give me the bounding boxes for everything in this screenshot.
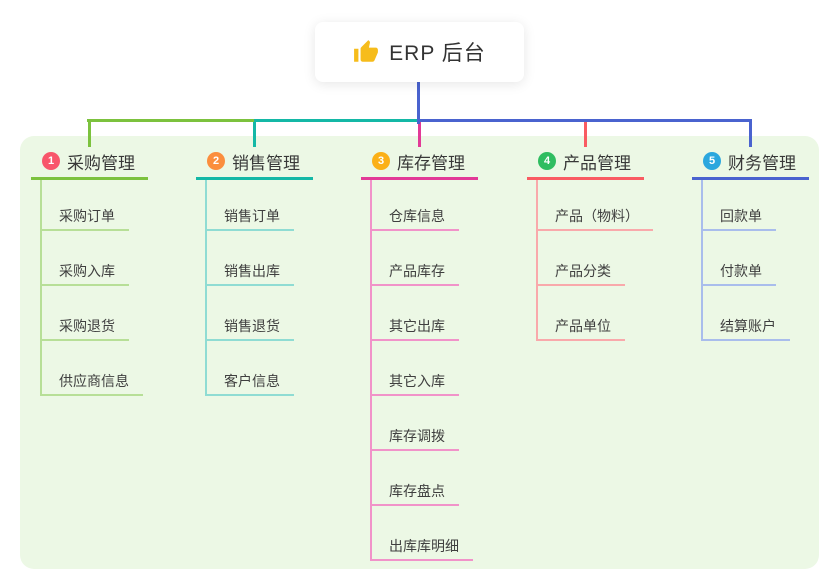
branch-underline bbox=[196, 177, 313, 180]
child-node[interactable]: 采购退货 bbox=[42, 286, 129, 341]
child-node[interactable]: 付款单 bbox=[703, 231, 776, 286]
root-node[interactable]: ERP 后台 bbox=[315, 22, 524, 82]
branch-title-2[interactable]: 2 销售管理 bbox=[196, 145, 313, 177]
child-node[interactable]: 产品分类 bbox=[538, 231, 625, 286]
branch-1-children: 采购订单采购入库采购退货供应商信息 bbox=[40, 180, 143, 396]
child-node[interactable]: 采购入库 bbox=[42, 231, 129, 286]
branch-underline bbox=[527, 177, 644, 180]
child-node[interactable]: 产品（物料） bbox=[538, 180, 653, 231]
branches-panel bbox=[20, 136, 819, 569]
child-node[interactable]: 其它出库 bbox=[372, 286, 459, 341]
root-label: ERP 后台 bbox=[389, 42, 486, 65]
branch-underline bbox=[31, 177, 148, 180]
branch-3: 3 库存管理仓库信息产品库存其它出库其它入库库存调拨库存盘点出库库明细 bbox=[361, 145, 478, 561]
child-node[interactable]: 回款单 bbox=[703, 180, 776, 231]
child-node[interactable]: 客户信息 bbox=[207, 341, 294, 396]
child-node[interactable]: 供应商信息 bbox=[42, 341, 143, 396]
priority-badge-icon: 3 bbox=[372, 152, 390, 170]
branch-3-children: 仓库信息产品库存其它出库其它入库库存调拨库存盘点出库库明细 bbox=[370, 180, 473, 561]
branch-1: 1 采购管理采购订单采购入库采购退货供应商信息 bbox=[31, 145, 148, 396]
branch-title-3[interactable]: 3 库存管理 bbox=[361, 145, 478, 177]
child-node[interactable]: 结算账户 bbox=[703, 286, 790, 341]
child-node[interactable]: 采购订单 bbox=[42, 180, 129, 231]
branch-5-children: 回款单付款单结算账户 bbox=[701, 180, 790, 341]
branch-4-children: 产品（物料）产品分类产品单位 bbox=[536, 180, 653, 341]
child-node[interactable]: 其它入库 bbox=[372, 341, 459, 396]
child-node[interactable]: 产品库存 bbox=[372, 231, 459, 286]
branch-5: 5 财务管理回款单付款单结算账户 bbox=[692, 145, 809, 341]
priority-badge-icon: 2 bbox=[207, 152, 225, 170]
child-node[interactable]: 库存盘点 bbox=[372, 451, 459, 506]
branch-2: 2 销售管理销售订单销售出库销售退货客户信息 bbox=[196, 145, 313, 396]
branch-title-label: 采购管理 bbox=[67, 153, 135, 173]
branch-underline bbox=[692, 177, 809, 180]
priority-badge-icon: 5 bbox=[703, 152, 721, 170]
branch-2-children: 销售订单销售出库销售退货客户信息 bbox=[205, 180, 294, 396]
branch-title-1[interactable]: 1 采购管理 bbox=[31, 145, 148, 177]
child-node[interactable]: 产品单位 bbox=[538, 286, 625, 341]
child-node[interactable]: 销售退货 bbox=[207, 286, 294, 341]
priority-badge-icon: 1 bbox=[42, 152, 60, 170]
child-node[interactable]: 出库库明细 bbox=[372, 506, 473, 561]
branch-title-label: 产品管理 bbox=[563, 153, 631, 173]
child-node[interactable]: 仓库信息 bbox=[372, 180, 459, 231]
child-node[interactable]: 销售订单 bbox=[207, 180, 294, 231]
priority-badge-icon: 4 bbox=[538, 152, 556, 170]
branch-underline bbox=[361, 177, 478, 180]
child-node[interactable]: 销售出库 bbox=[207, 231, 294, 286]
branch-4: 4 产品管理产品（物料）产品分类产品单位 bbox=[527, 145, 653, 341]
branch-title-label: 销售管理 bbox=[232, 153, 300, 173]
branch-title-4[interactable]: 4 产品管理 bbox=[527, 145, 653, 177]
child-node[interactable]: 库存调拨 bbox=[372, 396, 459, 451]
branch-title-label: 库存管理 bbox=[397, 153, 465, 173]
thumbs-up-icon bbox=[354, 40, 379, 62]
branch-title-label: 财务管理 bbox=[728, 153, 796, 173]
branch-title-5[interactable]: 5 财务管理 bbox=[692, 145, 809, 177]
